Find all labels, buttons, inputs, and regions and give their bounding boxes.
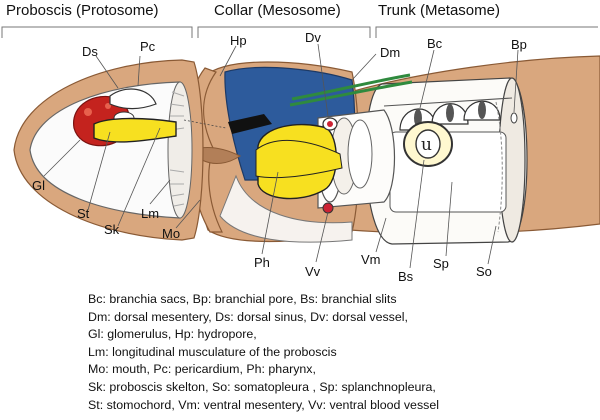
label-dm: Dm — [380, 45, 401, 60]
legend-line: St: stomochord, Vm: ventral mesentery, V… — [88, 397, 439, 412]
label-vv: Vv — [305, 264, 321, 279]
label-leader-lines — [43, 43, 519, 269]
pericardium — [109, 88, 157, 110]
branchial-pore — [510, 112, 518, 124]
longitudinal-musculature — [169, 91, 185, 207]
region-title-collar: Collar (Mesosome) — [214, 2, 341, 19]
region-title-proboscis: Proboscis (Protosome) — [6, 2, 159, 19]
mouth-opening — [199, 147, 241, 164]
hemichordate-anatomy-diagram: u — [1, 26, 600, 269]
abbreviation-legend: Bc: branchia sacs, Bp: branchial pore, B… — [88, 291, 439, 414]
proboscis-skeleton — [228, 114, 272, 134]
svg-text:u: u — [421, 135, 432, 155]
label-so: So — [476, 264, 492, 279]
dorsal-mesentery — [291, 73, 411, 101]
label-lm: Lm — [141, 206, 160, 221]
stomochord — [93, 117, 177, 143]
label-st: St — [77, 206, 90, 221]
label-dv: Dv — [305, 30, 321, 45]
legend-line: Lm: longitudinal musculature of the prob… — [88, 344, 337, 359]
label-sk: Sk — [104, 222, 120, 237]
legend-line: Gl: glomerulus, Hp: hydropore, — [88, 327, 257, 342]
label-gl: Gl — [32, 178, 45, 193]
legend-line: Dm: dorsal mesentery, Ds: dorsal sinus, … — [88, 309, 408, 324]
label-bp: Bp — [511, 37, 527, 52]
label-vm: Vm — [361, 252, 381, 267]
region-title-trunk: Trunk (Metasome) — [378, 2, 500, 19]
branchial-slit-marks — [414, 101, 486, 127]
label-mo: Mo — [162, 226, 181, 241]
legend-line: Sk: proboscis skelton, So: somatopleura … — [88, 379, 436, 394]
label-hp: Hp — [230, 33, 247, 48]
legend-line: Bc: branchia sacs, Bp: branchial pore, B… — [88, 292, 397, 306]
label-sp: Sp — [433, 256, 449, 271]
label-pc: Pc — [140, 39, 156, 54]
label-bc: Bc — [427, 36, 443, 51]
label-ph: Ph — [254, 255, 270, 270]
region-brackets — [1, 26, 598, 38]
ventral-vessel — [322, 202, 334, 214]
label-bs: Bs — [398, 269, 414, 284]
legend-line: Mo: mouth, Pc: pericardium, Ph: pharynx, — [88, 362, 316, 377]
label-ds: Ds — [82, 44, 98, 59]
